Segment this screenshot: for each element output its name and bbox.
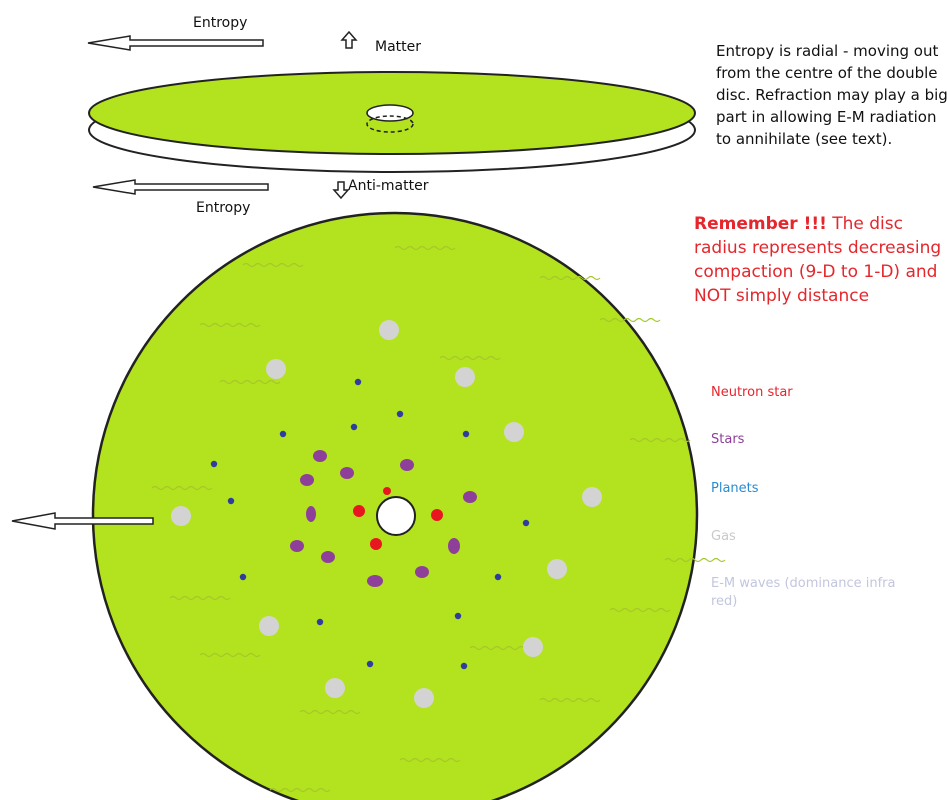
gas-cloud <box>504 422 524 442</box>
gas-cloud <box>523 637 543 657</box>
em-wave <box>539 697 601 703</box>
gas-cloud <box>259 616 279 636</box>
remember-heading: Remember !!! <box>694 214 827 234</box>
entropy-arrow-bottom <box>92 179 269 195</box>
matter-label: Matter <box>375 39 422 55</box>
em-wave <box>169 595 231 601</box>
legend-planets: Planets <box>711 481 759 496</box>
centre-hole <box>376 496 416 536</box>
entropy-label-top: Entropy <box>193 15 248 31</box>
gas-cloud <box>379 320 399 340</box>
star <box>340 467 354 479</box>
star <box>400 459 414 471</box>
planet <box>316 618 324 626</box>
legend-neutron-star: Neutron star <box>711 385 793 400</box>
em-wave <box>399 757 461 763</box>
gas-cloud <box>455 367 475 387</box>
legend-stars: Stars <box>711 432 745 447</box>
em-wave <box>219 379 281 385</box>
planet <box>227 497 235 505</box>
star <box>306 506 316 522</box>
em-wave <box>664 557 726 563</box>
em-wave <box>269 787 331 793</box>
star <box>300 474 314 486</box>
planet <box>239 573 247 581</box>
neutron-star <box>353 505 365 517</box>
entropy-note: Entropy is radial - moving out from the … <box>716 42 947 148</box>
planet <box>462 430 470 438</box>
planet <box>279 430 287 438</box>
planet <box>366 660 374 668</box>
gas-cloud <box>547 559 567 579</box>
planet <box>460 662 468 670</box>
em-wave <box>539 275 601 281</box>
em-wave <box>439 355 501 361</box>
planet <box>522 519 530 527</box>
star <box>367 575 383 587</box>
entropy-arrow-left <box>11 512 154 530</box>
em-wave <box>299 709 361 715</box>
em-wave <box>199 322 261 328</box>
em-waves <box>151 245 726 793</box>
star <box>463 491 477 503</box>
neutron-star <box>431 509 443 521</box>
gas-cloud <box>582 487 602 507</box>
star <box>321 551 335 563</box>
planet <box>396 410 404 418</box>
em-wave <box>199 652 261 658</box>
em-wave <box>151 485 213 491</box>
star <box>415 566 429 578</box>
planet <box>494 573 502 581</box>
em-wave <box>599 317 661 323</box>
em-wave <box>242 262 304 268</box>
legend-em-waves: E-M waves (dominance infra red) <box>711 576 896 609</box>
remember-note: Remember !!! The disc radius represents … <box>694 212 946 308</box>
neutron-star <box>370 538 382 550</box>
em-wave <box>394 245 456 251</box>
star <box>290 540 304 552</box>
gas-cloud <box>414 688 434 708</box>
planet <box>354 378 362 386</box>
star <box>313 450 327 462</box>
entropy-label-bottom: Entropy <box>196 200 251 216</box>
em-wave <box>629 437 691 443</box>
planet <box>350 423 358 431</box>
anti-matter-label: Anti-matter <box>348 178 429 194</box>
disc-hole-lower <box>366 115 414 133</box>
star <box>448 538 460 554</box>
entropy-arrow-top <box>87 35 264 51</box>
gas-cloud <box>266 359 286 379</box>
gas-cloud <box>171 506 191 526</box>
down-arrow-icon <box>332 181 350 200</box>
legend-gas: Gas <box>711 529 736 544</box>
em-wave <box>609 607 671 613</box>
gas-cloud <box>325 678 345 698</box>
planet <box>454 612 462 620</box>
remember-text: The disc radius represents decreasing co… <box>694 214 942 306</box>
neutron-star <box>383 487 391 495</box>
up-arrow-icon <box>340 30 358 49</box>
planet <box>210 460 218 468</box>
em-wave <box>469 645 531 651</box>
